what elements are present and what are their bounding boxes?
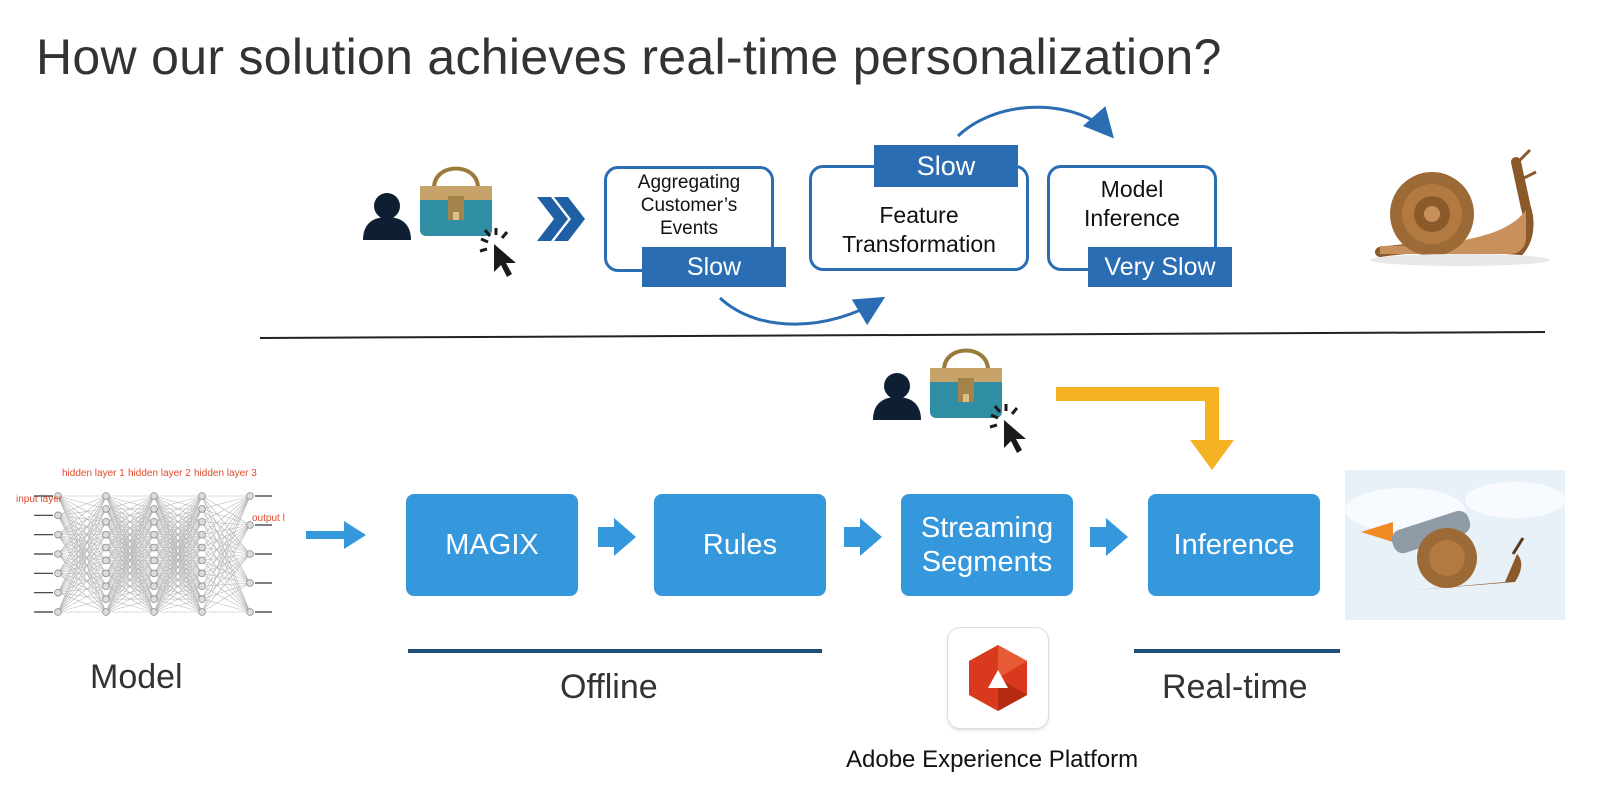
- shopping-bag-icon: [930, 348, 1002, 418]
- nn-node: [150, 608, 158, 616]
- section-divider: [259, 331, 1546, 339]
- nn-hidden-layer-2-label: hidden layer 2: [128, 468, 191, 479]
- nn-node: [150, 543, 158, 552]
- step-streaming-segments: Streaming Segments: [901, 494, 1073, 596]
- nn-node: [198, 569, 206, 578]
- aggregating-events-label: Aggregating Customer’s Events: [637, 171, 741, 239]
- nn-node: [54, 569, 62, 578]
- nn-node: [150, 517, 158, 526]
- nn-node: [198, 595, 206, 603]
- nn-node: [150, 556, 158, 565]
- nn-node: [54, 492, 62, 500]
- nn-node: [198, 543, 206, 552]
- curved-connector-1: [718, 296, 886, 326]
- adobe-experience-platform-logo: [969, 645, 1027, 711]
- step-arrow-2: [844, 518, 882, 556]
- feature-transformation-label: Feature Transformation: [842, 202, 996, 257]
- step-arrow-3: [1090, 518, 1128, 556]
- nn-node: [198, 505, 206, 513]
- nn-node: [54, 511, 62, 520]
- nn-node: [198, 556, 206, 565]
- snail-image: [1370, 148, 1550, 266]
- cursor-click-icon: [989, 404, 1026, 453]
- nn-node: [198, 530, 206, 539]
- nn-node: [150, 569, 158, 578]
- nn-node: [102, 556, 110, 565]
- nn-node: [102, 543, 110, 552]
- nn-node: [102, 582, 110, 591]
- nn-node: [102, 569, 110, 578]
- nn-node: [198, 517, 206, 526]
- step-rules: Rules: [654, 494, 826, 596]
- offline-caption: Offline: [560, 668, 658, 706]
- step-magix: MAGIX: [406, 494, 578, 596]
- user-icon: [363, 193, 411, 240]
- model-to-pipeline-arrow: [306, 521, 366, 549]
- nn-node: [102, 608, 110, 616]
- nn-node: [150, 492, 158, 500]
- nn-node: [246, 550, 254, 558]
- step-inference: Inference: [1148, 494, 1320, 596]
- nn-node: [246, 608, 254, 616]
- platform-caption: Adobe Experience Platform: [846, 746, 1139, 773]
- offline-bar: [408, 649, 822, 653]
- nn-node: [246, 492, 254, 500]
- nn-node: [246, 579, 254, 587]
- step-arrow-1: [598, 518, 636, 556]
- model-inference-badge: Very Slow: [1088, 247, 1232, 287]
- nn-node: [102, 505, 110, 513]
- nn-node: [54, 588, 62, 597]
- model-caption: Model: [90, 658, 183, 696]
- rocket-snail-image: [1345, 470, 1565, 620]
- nn-node: [102, 492, 110, 500]
- nn-node: [150, 505, 158, 513]
- nn-node: [198, 492, 206, 500]
- nn-node: [198, 582, 206, 591]
- slide-title: How our solution achieves real-time pers…: [36, 29, 1222, 85]
- nn-node: [102, 530, 110, 539]
- shopping-bag-icon: [420, 166, 492, 236]
- realtime-caption: Real-time: [1162, 668, 1308, 706]
- nn-node: [150, 582, 158, 591]
- neural-network-diagram: [34, 492, 272, 616]
- nn-node: [102, 517, 110, 526]
- nn-node: [54, 530, 62, 539]
- curved-connector-2: [956, 105, 1114, 139]
- feature-transformation-badge: Slow: [874, 145, 1018, 187]
- realtime-event-arrow: [1056, 387, 1234, 470]
- chevron-double-right-icon: [537, 197, 585, 241]
- realtime-bar: [1134, 649, 1340, 653]
- nn-output-layer-label: output l: [252, 513, 285, 524]
- nn-node: [54, 608, 62, 616]
- cursor-click-icon: [479, 228, 516, 277]
- nn-node: [198, 608, 206, 616]
- nn-node: [246, 521, 254, 529]
- nn-node: [54, 550, 62, 558]
- nn-input-layer-label: input layer: [16, 494, 63, 505]
- nn-node: [102, 595, 110, 603]
- nn-hidden-layer-3-label: hidden layer 3: [194, 468, 257, 479]
- model-inference-label: Model Inference: [1084, 176, 1180, 231]
- nn-node: [150, 530, 158, 539]
- nn-hidden-layer-1-label: hidden layer 1: [62, 468, 125, 479]
- user-icon: [873, 373, 921, 420]
- aggregating-events-badge: Slow: [642, 247, 786, 287]
- nn-node: [150, 595, 158, 603]
